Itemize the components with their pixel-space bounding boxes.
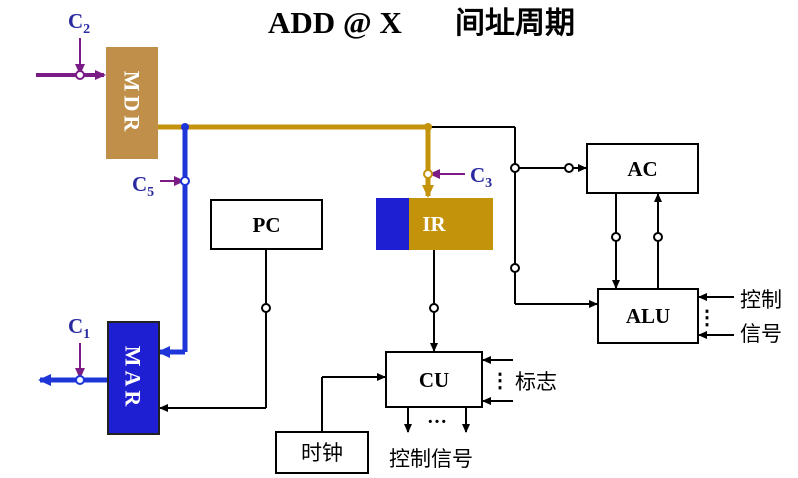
gold-junction-dot	[424, 123, 432, 131]
c5-label: C5	[132, 172, 154, 200]
pc-label: PC	[253, 213, 281, 237]
bus-junction-dot	[181, 123, 189, 131]
pc-gate	[261, 303, 271, 313]
cu-flags-text: 标志	[515, 370, 557, 394]
ir-address-field	[409, 198, 493, 250]
alu-ctrl-dots: ⋮	[697, 307, 717, 329]
c2-label: C2	[68, 9, 90, 37]
c3-label: C3	[470, 163, 492, 191]
cu-label: CU	[419, 368, 449, 392]
alu-bus-gate	[510, 263, 520, 273]
mdr-label: MDR	[120, 71, 145, 136]
ir-label: IR	[422, 212, 446, 236]
c2-gate	[75, 70, 85, 80]
mar-box	[107, 321, 160, 435]
mar-label: MAR	[121, 346, 146, 411]
ac-label: AC	[627, 157, 657, 181]
ac-bus-gate	[564, 163, 574, 173]
title-main: ADD @ X	[268, 5, 402, 40]
cu-out-dots: …	[427, 406, 447, 428]
ac-alu-gate	[611, 232, 621, 242]
clock-box	[275, 431, 369, 474]
title-phase: 间址周期	[455, 6, 575, 41]
alu-ctrl-text-line2: 信号	[740, 322, 782, 346]
alu-box	[597, 288, 699, 344]
c3-gate	[423, 169, 433, 179]
c5-gate	[180, 176, 190, 186]
alu-ac-gate	[653, 232, 663, 242]
alu-ctrl-text-line1: 控制	[740, 288, 782, 312]
ac-box	[586, 143, 699, 194]
ir-gate	[429, 303, 439, 313]
cu-flag-dots: ⋮	[490, 370, 510, 392]
c1-label: C1	[68, 314, 90, 342]
mdr-box	[106, 47, 158, 159]
ac-in-gate	[510, 163, 520, 173]
cu-box	[385, 351, 483, 408]
c1-gate	[75, 375, 85, 385]
clock-label: 时钟	[301, 441, 343, 465]
ir-opcode-field	[376, 198, 409, 250]
alu-label: ALU	[626, 304, 670, 328]
cu-ctrl-text: 控制信号	[389, 447, 473, 471]
